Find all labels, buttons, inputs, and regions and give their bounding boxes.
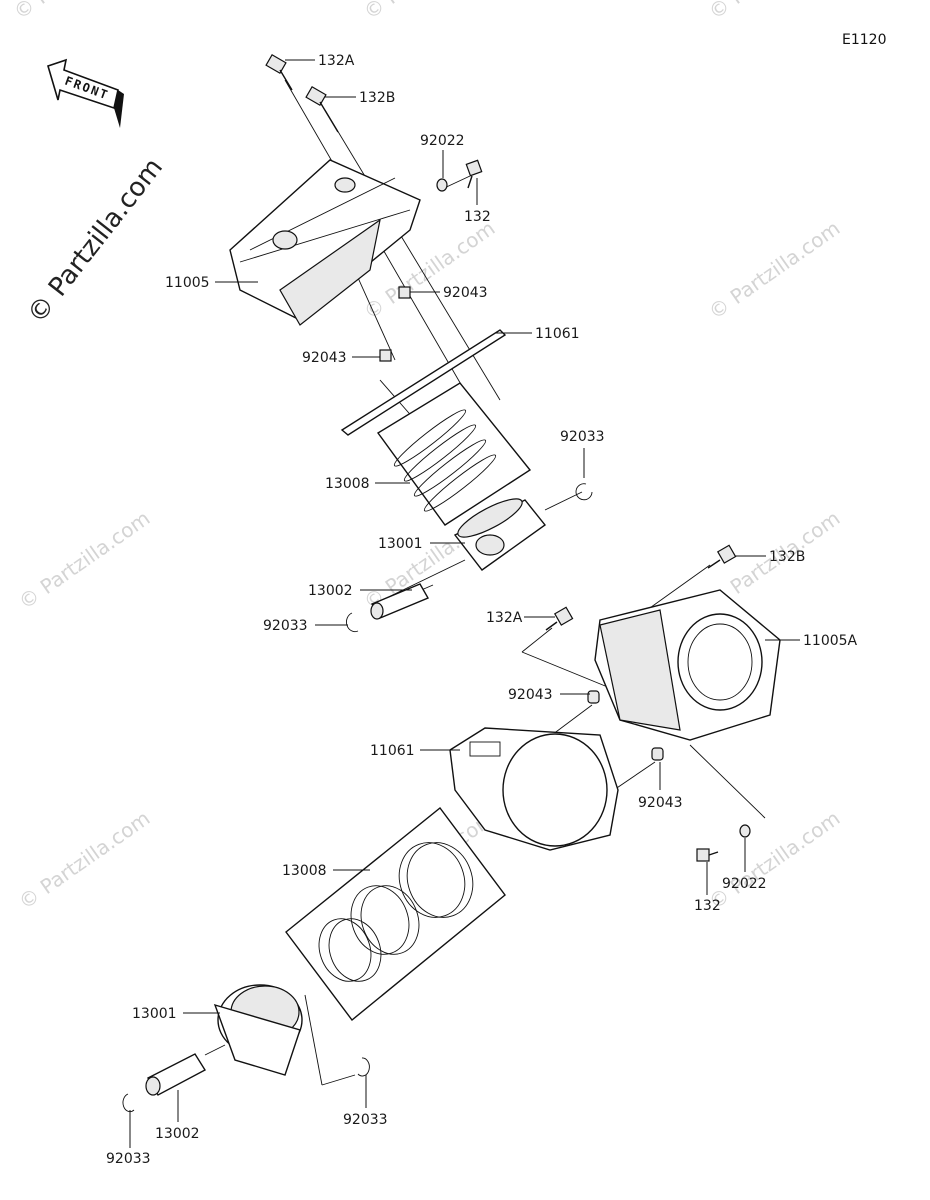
- dowel-92043-b: [379, 349, 392, 362]
- gasket-11061-top: [340, 329, 507, 436]
- piston-13001-top: [453, 498, 547, 571]
- label-132: 132: [464, 209, 491, 225]
- label-13001: 13001: [132, 1006, 177, 1022]
- label-92033: 92033: [263, 618, 308, 634]
- piston-pin-13002-bottom: [145, 1053, 206, 1096]
- label-13001: 13001: [378, 536, 423, 552]
- dowel-92043-a: [398, 286, 411, 299]
- label-92033: 92033: [106, 1151, 151, 1167]
- label-11005: 11005: [165, 275, 210, 291]
- piston-pin-13002-top: [370, 583, 430, 620]
- label-132a: 132A: [318, 53, 355, 69]
- label-13008: 13008: [282, 863, 327, 879]
- bolt-132b-top: [305, 85, 339, 133]
- circlip-92033-d: [122, 1093, 135, 1113]
- circlip-92033-a: [575, 483, 593, 501]
- label-92033: 92033: [343, 1112, 388, 1128]
- leader-lines: [129, 59, 800, 1148]
- cylinder-11005: [229, 159, 421, 326]
- label-13008: 13008: [325, 476, 370, 492]
- bolt-132-top: [465, 159, 483, 189]
- dowel-92043-c: [587, 690, 600, 704]
- watermark: © Partzilla.com: [359, 0, 499, 24]
- nut-92022-top: [436, 178, 448, 192]
- label-11061: 11061: [535, 326, 580, 342]
- label-92022: 92022: [420, 133, 465, 149]
- diagram-code: E1120: [842, 32, 886, 48]
- gasket-11061-mid: [449, 727, 619, 851]
- cylinder-11005a: [594, 589, 781, 741]
- watermark-main: © Partzilla.com: [22, 153, 169, 330]
- watermark: © Partzilla.com: [14, 506, 154, 614]
- bolt-132a-mid: [545, 606, 574, 631]
- label-92033: 92033: [560, 429, 605, 445]
- front-arrow-icon: FRONT: [47, 58, 124, 128]
- part-labels: 132A 132B 92022 132 11005 92043 11061 92…: [106, 53, 858, 1167]
- watermark: © Partzilla.com: [704, 0, 844, 24]
- label-92022: 92022: [722, 876, 767, 892]
- label-92043: 92043: [508, 687, 553, 703]
- watermark: © Partzilla.com: [9, 0, 149, 24]
- watermark: © Partzilla.com: [14, 806, 154, 914]
- label-132: 132: [694, 898, 721, 914]
- label-132b: 132B: [359, 90, 395, 106]
- label-92043: 92043: [443, 285, 488, 301]
- label-92043: 92043: [302, 350, 347, 366]
- label-13002: 13002: [155, 1126, 200, 1142]
- dowel-92043-d: [651, 747, 664, 761]
- label-132b: 132B: [769, 549, 805, 565]
- bolt-132-bottom: [696, 848, 719, 862]
- piston-13001-bottom: [213, 984, 303, 1076]
- nut-92022-bottom: [739, 824, 751, 838]
- piston-rings-13008-top: [376, 382, 532, 526]
- label-11005a: 11005A: [803, 633, 858, 649]
- watermark: © Partzilla.com: [704, 806, 844, 914]
- label-92043: 92043: [638, 795, 683, 811]
- watermark: © Partzilla.com: [704, 216, 844, 324]
- bolt-132a-top: [265, 53, 293, 91]
- label-13002: 13002: [308, 583, 353, 599]
- bolt-132b-mid: [707, 544, 737, 569]
- label-11061: 11061: [370, 743, 415, 759]
- circlip-92033-c: [357, 1057, 370, 1077]
- piston-rings-13008-bottom: [285, 806, 506, 1022]
- circlip-92033-b: [346, 612, 359, 633]
- label-132a: 132A: [486, 610, 523, 626]
